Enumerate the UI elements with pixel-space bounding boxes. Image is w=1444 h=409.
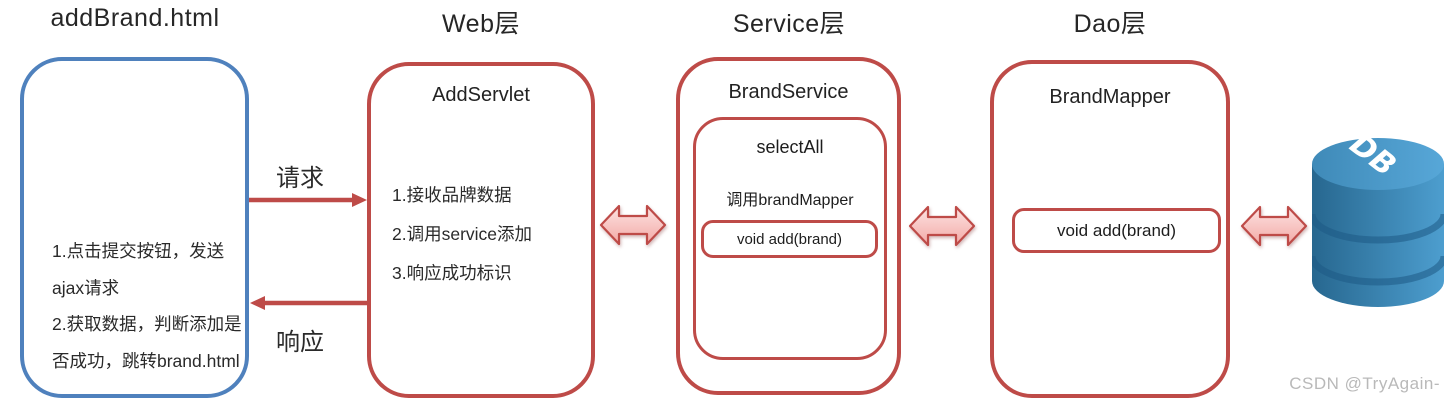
page-note-line: 否成功，跳转brand.html <box>52 350 240 371</box>
brandmapper-title: BrandMapper <box>1049 86 1171 108</box>
page-note-line: ajax请求 <box>52 277 120 298</box>
web-service-double-arrow-icon <box>599 204 667 246</box>
column-title-dao-layer: Dao层 <box>1073 10 1147 38</box>
selectall-label: selectAll <box>756 137 824 157</box>
response-label: 响应 <box>276 329 324 356</box>
watermark: CSDN @TryAgain- <box>1289 374 1440 393</box>
request-arrow-icon <box>249 193 367 207</box>
web-layer-box: AddServlet 1.接收品牌数据 2.调用service添加 3.响应成功… <box>367 62 595 398</box>
page-note-line: 2.获取数据，判断添加是 <box>52 314 242 334</box>
column-title-web-layer: Web层 <box>442 10 520 38</box>
service-void-add-box: void add(brand) <box>701 220 878 258</box>
dao-void-add-box: void add(brand) <box>1012 208 1221 253</box>
page-note-line: 1.点击提交按钮，发送 <box>52 241 225 261</box>
database-icon: DB <box>1312 138 1444 307</box>
response-arrow-icon <box>250 296 368 310</box>
column-title-service-layer: Service层 <box>732 10 846 38</box>
servlet-step: 2.调用service添加 <box>392 224 533 244</box>
request-label: 请求 <box>276 165 324 192</box>
brandservice-title: BrandService <box>728 81 849 103</box>
service-void-add-label: void add(brand) <box>736 230 843 248</box>
service-dao-double-arrow-icon <box>908 205 976 247</box>
addbrand-page-notes: 1.点击提交按钮，发送 ajax请求 2.获取数据，判断添加是 否成功，跳转br… <box>52 233 242 379</box>
dao-db-double-arrow-icon <box>1240 205 1308 247</box>
addbrand-page-box: 1.点击提交按钮，发送 ajax请求 2.获取数据，判断添加是 否成功，跳转br… <box>20 57 249 398</box>
servlet-step: 1.接收品牌数据 <box>392 185 512 205</box>
servlet-steps: 1.接收品牌数据 2.调用service添加 3.响应成功标识 <box>392 176 532 293</box>
call-brandmapper-label: 调用brandMapper <box>726 192 854 209</box>
servlet-title: AddServlet <box>432 84 530 106</box>
column-title-addbrand: addBrand.html <box>50 4 220 32</box>
servlet-step: 3.响应成功标识 <box>392 263 512 283</box>
dao-void-add-label: void add(brand) <box>1056 220 1177 240</box>
